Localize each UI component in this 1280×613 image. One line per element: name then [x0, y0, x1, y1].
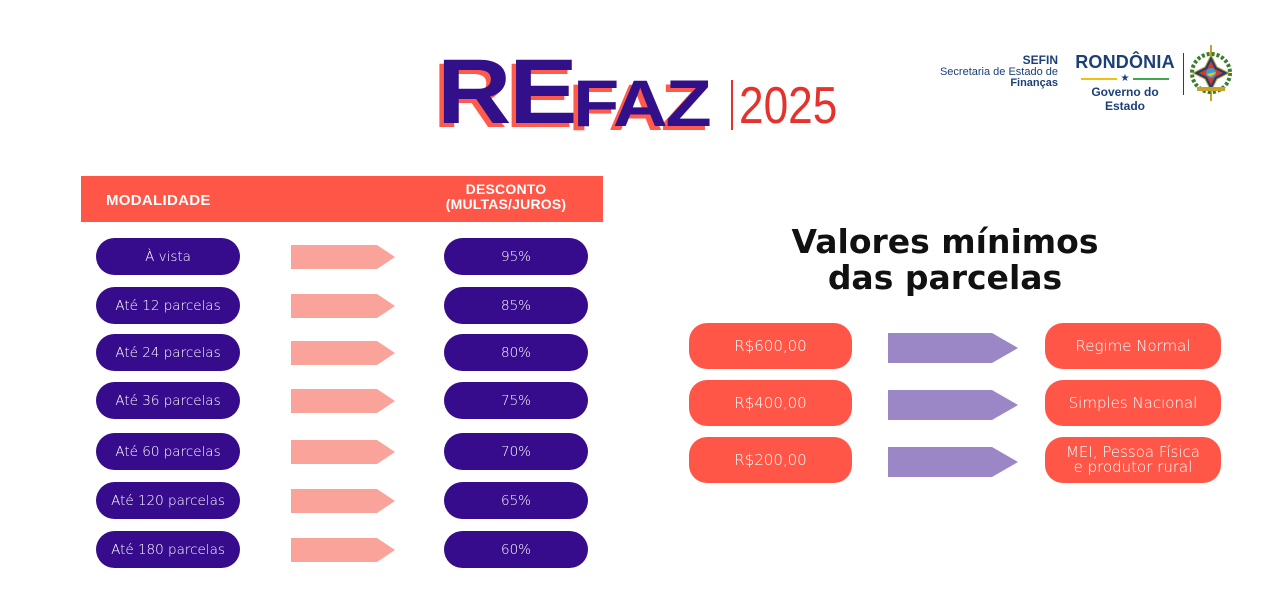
arrow-right-icon [291, 538, 395, 562]
modalidade-pill: Até 180 parcelas [96, 531, 240, 568]
state-coat-of-arms-icon [1190, 45, 1232, 101]
rondonia-name: RONDÔNIA [1075, 52, 1175, 72]
minimum-value-row: R$600,00 Regime Normal [0, 323, 1280, 371]
value-pill: R$600,00 [689, 323, 852, 369]
arrow-right-icon [291, 341, 395, 365]
arrow-right-icon [291, 489, 395, 513]
modalidade-pill: Até 24 parcelas [96, 334, 240, 371]
logo-divider [1183, 53, 1184, 95]
category-pill: MEI, Pessoa Física e produtor rural [1045, 437, 1221, 483]
header-desconto: DESCONTO (MULTAS/JUROS) [445, 181, 567, 212]
discount-row: Até 36 parcelas 75% [0, 382, 640, 420]
value-pill: R$400,00 [689, 380, 852, 426]
sefin-line1: Secretaria de Estado de [939, 65, 1058, 78]
title-year: 2025 [739, 77, 838, 135]
arrow-right-icon [291, 440, 395, 464]
rondonia-logo: RONDÔNIA ★ Governo do Estado [1070, 52, 1180, 113]
category-pill: Regime Normal [1045, 323, 1221, 369]
arrow-right-icon [888, 390, 1018, 420]
desconto-pill: 75% [444, 382, 588, 419]
modalidade-pill: Até 120 parcelas [96, 482, 240, 519]
modalidade-pill: Até 36 parcelas [96, 382, 240, 419]
discount-row: Até 60 parcelas 70% [0, 433, 640, 471]
modalidade-pill: À vista [96, 238, 240, 275]
desconto-pill: 80% [444, 334, 588, 371]
category-pill: Simples Nacional [1045, 380, 1221, 426]
discount-table-header: MODALIDADE DESCONTO (MULTAS/JUROS) [81, 176, 603, 222]
minimum-value-row: R$200,00 MEI, Pessoa Física e produtor r… [0, 437, 1280, 485]
rondonia-divider: ★ [1070, 74, 1180, 84]
title-re: RE [437, 41, 578, 143]
arrow-right-icon [888, 333, 1018, 363]
sefin-logo: SEFIN Secretaria de Estado de Finanças [930, 54, 1058, 90]
discount-row: Até 120 parcelas 65% [0, 482, 640, 520]
modalidade-pill: Até 60 parcelas [96, 433, 240, 470]
header-modalidade: MODALIDADE [106, 192, 211, 209]
discount-row: Até 12 parcelas 85% [0, 287, 640, 325]
discount-row: À vista 95% [0, 238, 640, 276]
title-faz: FAZ [572, 66, 712, 140]
desconto-pill: 65% [444, 482, 588, 519]
title-separator [731, 80, 734, 130]
star-icon: ★ [1120, 73, 1130, 84]
desconto-pill: 95% [444, 238, 588, 275]
value-pill: R$200,00 [689, 437, 852, 483]
refaz-2025-title: RE FAZ 2025 [437, 41, 855, 143]
minimum-values-title: Valores mínimos das parcelas [791, 222, 1099, 297]
arrow-right-icon [888, 447, 1018, 477]
sefin-acronym: SEFIN [1022, 53, 1058, 67]
rondonia-subtitle: Governo do Estado [1091, 85, 1159, 113]
modalidade-pill: Até 12 parcelas [96, 287, 240, 324]
desconto-pill: 60% [444, 531, 588, 568]
arrow-right-icon [291, 389, 395, 413]
discount-row: Até 180 parcelas 60% [0, 531, 640, 569]
desconto-pill: 70% [444, 433, 588, 470]
arrow-right-icon [291, 294, 395, 318]
sefin-line2: Finanças [1010, 77, 1058, 90]
desconto-pill: 85% [444, 287, 588, 324]
minimum-value-row: R$400,00 Simples Nacional [0, 380, 1280, 428]
discount-row: Até 24 parcelas 80% [0, 334, 640, 372]
arrow-right-icon [291, 245, 395, 269]
